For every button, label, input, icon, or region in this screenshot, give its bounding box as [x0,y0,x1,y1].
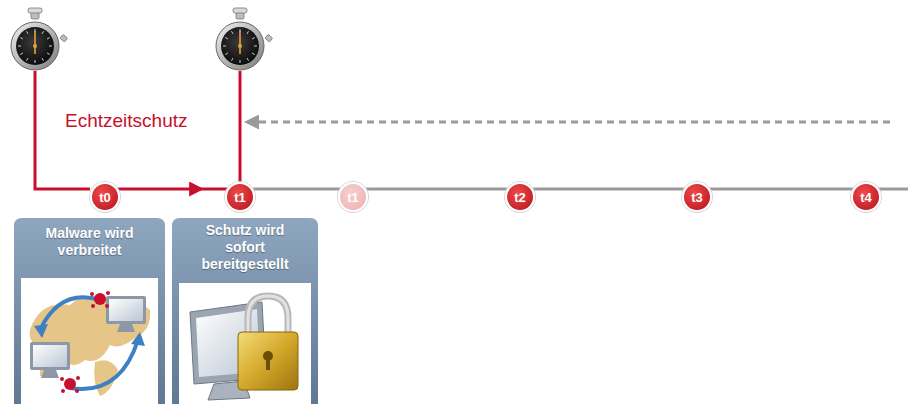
time-marker: t3 [682,182,712,212]
time-label: t3 [691,191,703,204]
time-marker: t1 [338,182,368,212]
panel-heading: Schutz wird sofort bereitgestellt [191,222,299,273]
phase-label: Echtzeitschutz [65,110,188,132]
time-label: t1 [347,191,359,204]
timer-line [239,71,242,184]
stopwatch-icon [216,8,273,70]
time-label: t4 [860,191,872,204]
time-label: t1 [234,191,246,204]
time-label: t2 [514,191,526,204]
stopwatch-icon [11,8,68,70]
time-marker: t1 [225,182,255,212]
timeline-segment [366,188,508,191]
timeline-segment [253,188,341,191]
panel-background [172,218,318,404]
event-panel: Malware wird verbreitet [14,218,165,276]
protection-arrow [118,188,228,191]
locked-computer-illustration [190,296,298,400]
time-marker: t4 [851,182,881,212]
time-marker: t2 [505,182,535,212]
time-marker: t0 [90,182,120,212]
timeline-segment [533,188,685,191]
illustration-frame [21,278,158,404]
timeline-segment [710,188,854,191]
panel-heading: Malware wird verbreitet [28,225,152,259]
time-label: t0 [99,191,111,204]
timeline [878,188,908,191]
illustration-frame [179,283,311,404]
world-network-illustration [30,291,151,396]
panel-background [14,218,165,404]
dashed-arrow [256,121,890,124]
event-panel: Schutz wird sofort bereitgestellt [172,218,318,282]
